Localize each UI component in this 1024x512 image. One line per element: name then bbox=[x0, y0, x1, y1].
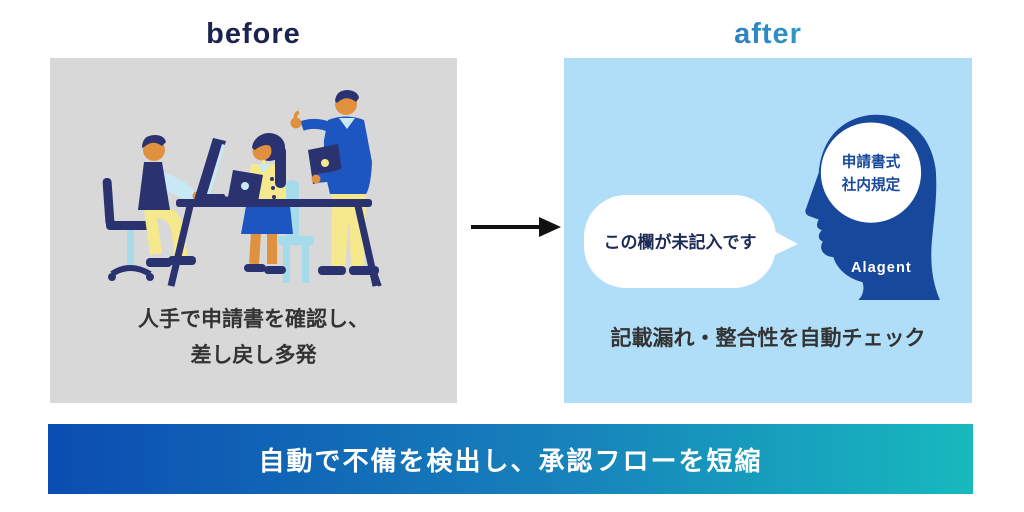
banner-text: 自動で不備を検出し、承認フローを短縮 bbox=[258, 445, 763, 476]
speech-bubble-text: この欄が未記入です bbox=[604, 232, 757, 252]
before-caption-line2: 差し戻し多発 bbox=[190, 344, 317, 367]
before-panel: 人手で申請書を確認し、 差し戻し多発 bbox=[50, 58, 457, 403]
brain-item-1: 申請書式 bbox=[842, 152, 901, 170]
before-title: before bbox=[206, 18, 301, 50]
standing-man bbox=[290, 90, 382, 287]
right-arrow-icon bbox=[471, 217, 561, 237]
before-illustration bbox=[102, 90, 382, 287]
bottom-banner: 自動で不備を検出し、承認フローを短縮 bbox=[48, 424, 973, 494]
speech-bubble: この欄が未記入です bbox=[584, 195, 798, 288]
brain-circle bbox=[820, 122, 922, 223]
after-caption: 記載漏れ・整合性を自動チェック bbox=[610, 327, 926, 350]
after-title: after bbox=[564, 14, 972, 54]
desk bbox=[167, 194, 380, 287]
before-caption: 人手で申請書を確認し、 差し戻し多発 bbox=[50, 302, 457, 374]
sitting-woman bbox=[236, 133, 293, 274]
after-panel: この欄が未記入です 申請書式 社内規定 Alagent 記載漏れ・整合性を自動チ… bbox=[564, 58, 972, 403]
ai-head-silhouette: 申請書式 社内規定 Alagent bbox=[805, 114, 940, 300]
before-caption-line1: 人手で申請書を確認し、 bbox=[138, 308, 369, 331]
brand-label: Alagent bbox=[851, 260, 912, 276]
office-chair bbox=[102, 177, 154, 281]
brain-item-2: 社内規定 bbox=[841, 175, 901, 193]
